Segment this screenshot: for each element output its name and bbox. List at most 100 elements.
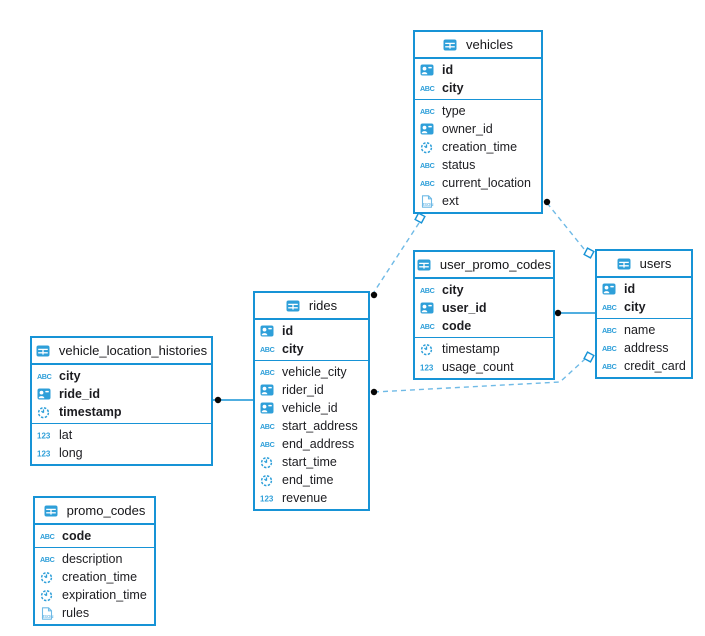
text-abc-icon: ABC — [420, 159, 438, 171]
column-row-owner_id[interactable]: owner_id — [415, 120, 541, 138]
column-label: name — [624, 323, 656, 337]
number-123-icon: 123 — [260, 492, 278, 504]
text-abc-icon: ABC — [40, 530, 58, 542]
column-label: code — [442, 319, 472, 333]
text-abc-icon: ABC — [602, 360, 620, 372]
number-123-icon: 123 — [37, 429, 55, 441]
column-row-creation_time[interactable]: creation_time — [415, 138, 541, 156]
column-label: vehicle_id — [282, 401, 338, 415]
column-row-ride_id[interactable]: ride_id — [32, 385, 211, 403]
table-header-promo_codes[interactable]: promo_codes — [35, 498, 154, 525]
column-row-ext[interactable]: JSON ext — [415, 192, 541, 210]
text-abc-icon: ABC — [420, 177, 438, 189]
column-row-id[interactable]: id — [415, 61, 541, 79]
column-label: start_address — [282, 419, 358, 433]
column-label: description — [62, 552, 123, 566]
column-label: vehicle_city — [282, 365, 347, 379]
table-header-user_promo_codes[interactable]: user_promo_codes — [415, 252, 553, 279]
column-row-start_address[interactable]: ABC start_address — [255, 417, 368, 435]
relation-vehicles-rides[interactable] — [373, 222, 420, 293]
table-header-rides[interactable]: rides — [255, 293, 368, 320]
svg-text:ABC: ABC — [602, 326, 617, 335]
relation-rides-users[interactable] — [373, 358, 586, 393]
text-abc-icon: ABC — [37, 370, 55, 382]
column-label: end_address — [282, 437, 355, 451]
table-header-users[interactable]: users — [597, 251, 691, 278]
column-row-rider_id[interactable]: rider_id — [255, 381, 368, 399]
relation-vehicles-users[interactable] — [546, 202, 585, 250]
svg-text:ABC: ABC — [602, 344, 617, 353]
column-row-user_id[interactable]: user_id — [415, 299, 553, 317]
relation-one-side-marker — [583, 247, 595, 259]
table-header-vehicle_location_histories[interactable]: vehicle_location_histories — [32, 338, 211, 365]
svg-text:JSON: JSON — [422, 202, 434, 207]
column-row-id[interactable]: id — [255, 322, 368, 340]
table-icon — [36, 345, 54, 357]
column-row-end_time[interactable]: end_time — [255, 471, 368, 489]
table-title: user_promo_codes — [439, 257, 552, 272]
column-row-vehicle_id[interactable]: vehicle_id — [255, 399, 368, 417]
column-label: city — [442, 283, 464, 297]
id-card-icon — [260, 325, 278, 337]
column-row-revenue[interactable]: 123 revenue — [255, 489, 368, 507]
id-card-icon — [420, 302, 438, 314]
table-icon — [417, 259, 435, 271]
column-label: id — [624, 282, 636, 296]
svg-text:123: 123 — [37, 450, 51, 459]
svg-text:ABC: ABC — [420, 179, 435, 188]
column-row-expiration_time[interactable]: expiration_time — [35, 586, 154, 604]
table-title: users — [639, 256, 672, 271]
column-row-end_address[interactable]: ABC end_address — [255, 435, 368, 453]
text-abc-icon: ABC — [420, 82, 438, 94]
column-label: long — [59, 446, 83, 460]
column-label: revenue — [282, 491, 328, 505]
clock-icon — [420, 343, 438, 356]
column-row-start_time[interactable]: start_time — [255, 453, 368, 471]
text-abc-icon: ABC — [602, 324, 620, 336]
column-row-name[interactable]: ABC name — [597, 321, 691, 339]
column-row-long[interactable]: 123 long — [32, 444, 211, 462]
column-row-creation_time[interactable]: creation_time — [35, 568, 154, 586]
json-icon: JSON — [40, 606, 58, 620]
table-header-vehicles[interactable]: vehicles — [415, 32, 541, 59]
column-label: rider_id — [282, 383, 324, 397]
table-title: promo_codes — [66, 503, 146, 518]
column-label: ext — [442, 194, 459, 208]
text-abc-icon: ABC — [260, 438, 278, 450]
column-label: usage_count — [442, 360, 514, 374]
column-label: end_time — [282, 473, 334, 487]
svg-text:ABC: ABC — [260, 422, 275, 431]
column-row-timestamp[interactable]: timestamp — [415, 340, 553, 358]
column-row-id[interactable]: id — [597, 280, 691, 298]
table-title: vehicles — [466, 37, 513, 52]
column-row-timestamp[interactable]: timestamp — [32, 403, 211, 421]
